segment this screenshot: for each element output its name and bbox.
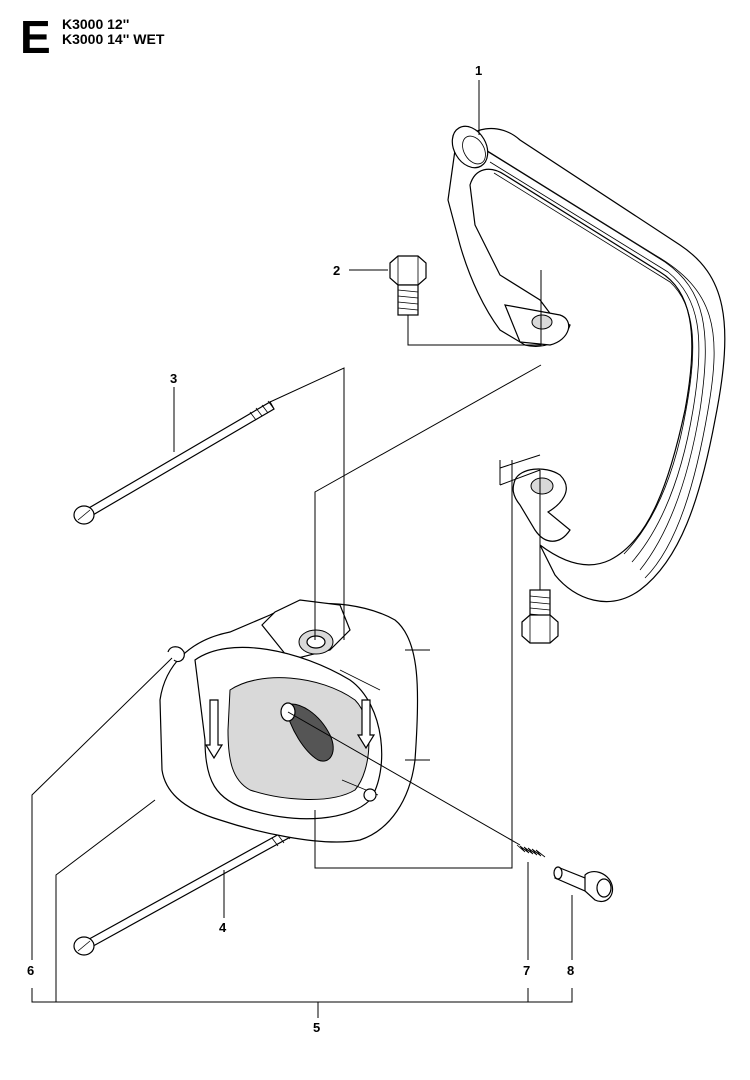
callout-1: 1 <box>475 63 482 78</box>
callout-7: 7 <box>523 963 530 978</box>
hex-screw-lower <box>521 589 559 644</box>
callout-4: 4 <box>219 920 227 935</box>
callout-3: 3 <box>170 371 177 386</box>
callout-5: 5 <box>313 1020 320 1035</box>
callout-8: 8 <box>567 963 574 978</box>
long-screw-upper <box>73 400 275 525</box>
front-handle <box>447 125 726 603</box>
handle-housing <box>159 599 419 843</box>
hex-screw-upper <box>389 255 427 316</box>
model-label-14-wet: K3000 14'' WET <box>62 31 165 47</box>
leader-lines <box>31 80 573 1018</box>
section-letter: E <box>20 11 51 63</box>
throttle-pin <box>553 866 614 903</box>
spring-clip <box>167 646 185 663</box>
callout-2: 2 <box>333 263 340 278</box>
model-label-12: K3000 12'' <box>62 16 130 32</box>
callout-6: 6 <box>27 963 34 978</box>
compression-spring <box>516 844 546 858</box>
long-screw-lower <box>73 827 297 956</box>
